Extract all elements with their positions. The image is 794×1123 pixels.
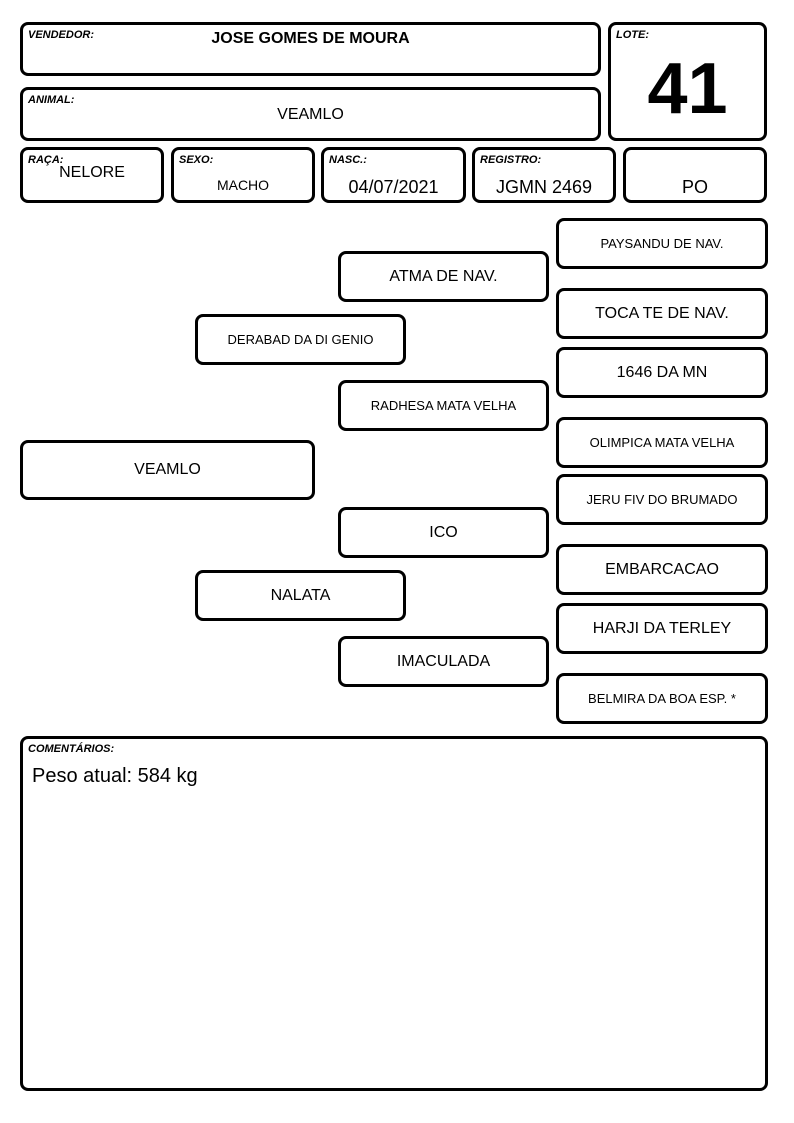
pedigree-ggp-7: HARJI DA TERLEY [556,603,768,654]
pedigree-ggp-2: TOCA TE DE NAV. [556,288,768,339]
animal-label: ANIMAL: [28,94,75,106]
pedigree-animal-name: VEAMLO [134,461,201,478]
raca-value: NELORE [59,164,125,181]
lote-number: 41 [647,49,728,129]
pedigree-ggp-8-name: BELMIRA DA BOA ESP. * [588,691,736,706]
pedigree-sire-dam: RADHESA MATA VELHA [338,380,549,431]
comments-label: COMENTÁRIOS: [28,743,115,755]
pedigree-ggp-1-name: PAYSANDU DE NAV. [600,236,724,251]
nasc-label: NASC.: [329,154,367,166]
lote-label: LOTE: [616,29,649,41]
categoria-box: PO [623,147,767,203]
nasc-value: 04/07/2021 [348,177,439,197]
pedigree-sire: DERABAD DA DI GENIO [195,314,406,365]
registro-label: REGISTRO: [480,154,542,166]
sexo-label: SEXO: [179,154,214,166]
pedigree-ggp-4-name: OLIMPICA MATA VELHA [589,435,735,450]
pedigree-animal: VEAMLO [20,440,315,500]
nasc-box: NASC.: 04/07/2021 [321,147,466,203]
animal-box: ANIMAL: VEAMLO [20,87,601,141]
pedigree-dam-dam: IMACULADA [338,636,549,687]
pedigree-ggp-3: 1646 DA MN [556,347,768,398]
comments-text: Peso atual: 584 kg [32,765,198,787]
pedigree-sire-sire-name: ATMA DE NAV. [389,267,498,285]
pedigree-dam-dam-name: IMACULADA [396,652,491,670]
sexo-box: SEXO: MACHO [171,147,315,203]
pedigree-dam-name: NALATA [270,586,331,604]
pedigree-dam-sire-name: ICO [429,523,458,541]
lote-box: LOTE: 41 [608,22,767,141]
pedigree-sire-dam-name: RADHESA MATA VELHA [370,398,517,413]
pedigree-ggp-7-name: HARJI DA TERLEY [592,619,732,637]
pedigree-ggp-6-name: EMBARCACAO [605,560,719,578]
categoria-value: PO [681,177,708,197]
pedigree-ggp-5-name: JERU FIV DO BRUMADO [586,492,738,507]
vendedor-box: VENDEDOR: JOSE GOMES DE MOURA [20,22,601,76]
pedigree-sire-name: DERABAD DA DI GENIO [227,332,374,347]
pedigree-ggp-8: BELMIRA DA BOA ESP. * [556,673,768,724]
comments-box: COMENTÁRIOS: Peso atual: 584 kg [20,736,768,1091]
vendedor-value: JOSE GOMES DE MOURA [211,30,410,47]
registro-box: REGISTRO: JGMN 2469 [472,147,616,203]
pedigree-ggp-5: JERU FIV DO BRUMADO [556,474,768,525]
sexo-value: MACHO [216,177,270,193]
vendedor-label: VENDEDOR: [28,29,95,41]
pedigree-ggp-2-name: TOCA TE DE NAV. [595,304,729,322]
pedigree-ggp-4: OLIMPICA MATA VELHA [556,417,768,468]
raca-box: RAÇA: NELORE [20,147,164,203]
raca-label: RAÇA: [28,154,64,166]
pedigree-ggp-1: PAYSANDU DE NAV. [556,218,768,269]
animal-value: VEAMLO [277,106,344,123]
pedigree-sire-sire: ATMA DE NAV. [338,251,549,302]
pedigree-dam: NALATA [195,570,406,621]
pedigree-ggp-6: EMBARCACAO [556,544,768,595]
registro-value: JGMN 2469 [495,177,593,197]
pedigree-dam-sire: ICO [338,507,549,558]
pedigree-ggp-3-name: 1646 DA MN [616,363,708,381]
